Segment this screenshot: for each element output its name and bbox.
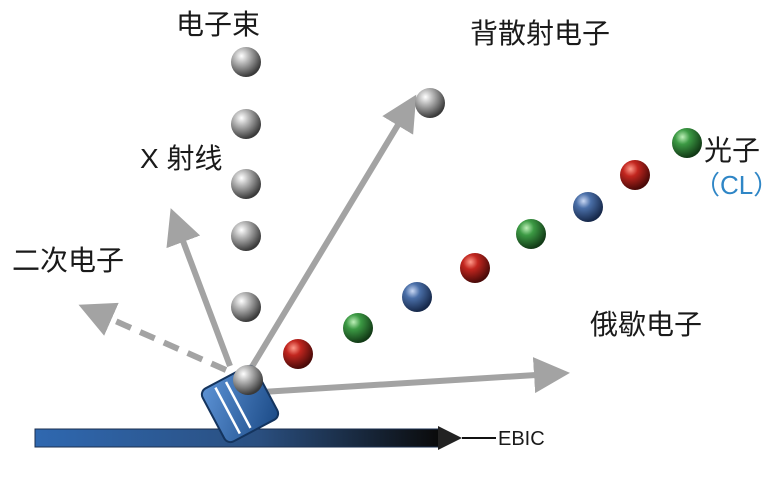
photon-blue (573, 192, 603, 222)
label-ebic: EBIC (498, 428, 545, 450)
photon-green (672, 128, 702, 158)
ebic-arrowhead-icon (438, 426, 462, 450)
xray-arrow (166, 208, 233, 368)
secondary-electron-arrow (78, 302, 228, 373)
photon-red (460, 253, 490, 283)
ebic-substrate (34, 426, 496, 450)
photon-green (516, 219, 546, 249)
label-auger-electron: 俄歇电子 (590, 309, 702, 340)
beam-electron (231, 109, 261, 139)
label-electron-beam: 电子束 (176, 9, 260, 40)
auger-electron-arrow (261, 357, 570, 395)
label-photon: 光子 (704, 135, 760, 166)
photon-blue (402, 282, 432, 312)
electron-beam-spheres (231, 47, 263, 395)
beam-electron (231, 169, 261, 199)
beam-electron (231, 221, 261, 251)
beam-electron (231, 292, 261, 322)
backscattered-arrow (247, 94, 417, 372)
label-secondary-electron: 二次电子 (12, 245, 124, 276)
incident-electron (233, 365, 263, 395)
photon-spheres (283, 128, 702, 369)
beam-electron (231, 47, 261, 77)
photon-red (620, 160, 650, 190)
label-cl: （CL） (694, 170, 768, 200)
emission-arrows (78, 94, 570, 395)
label-xray: X 射线 (140, 143, 222, 174)
label-backscattered-electron: 背散射电子 (470, 18, 610, 49)
photon-green (343, 313, 373, 343)
photon-red (283, 339, 313, 369)
backscattered-electron (415, 88, 445, 118)
